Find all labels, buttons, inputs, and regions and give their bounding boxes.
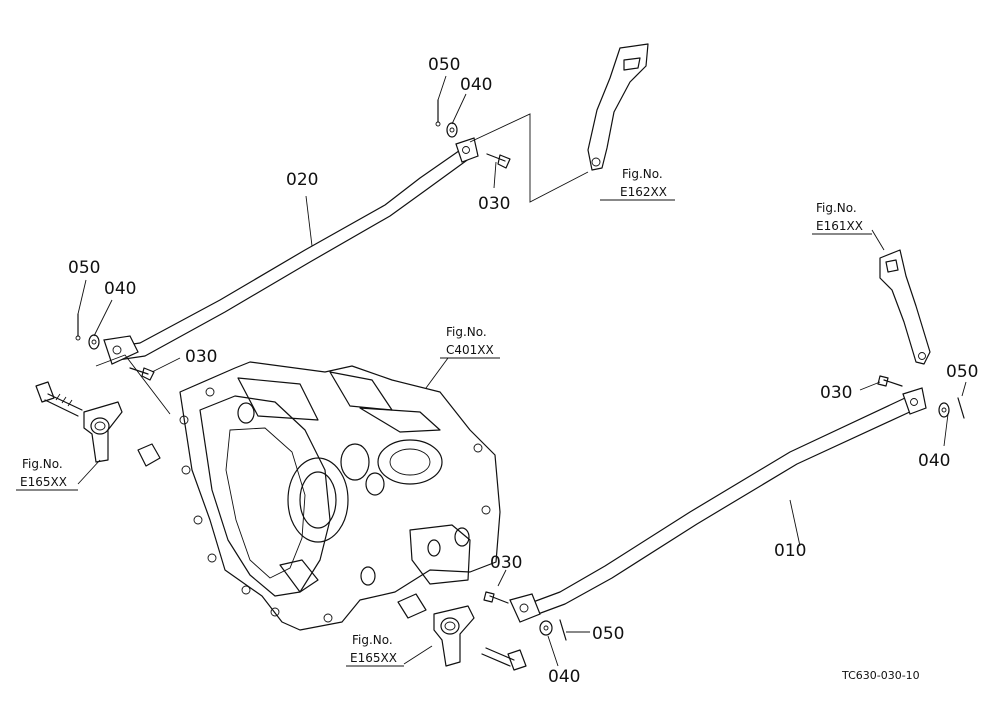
label-040-left: 040 (104, 279, 136, 299)
leader-lines (77, 75, 967, 667)
lever-e161 (879, 249, 931, 365)
rod-010 (509, 387, 927, 623)
label-050-left: 050 (68, 258, 100, 278)
fig-ref-c401: Fig.No. C401XX (440, 325, 500, 359)
label-050-bottom: 050 (592, 624, 624, 644)
fig-ref-e161: Fig.No. E161XX (812, 201, 872, 235)
label-040-bottom: 040 (548, 667, 580, 687)
label-050-right: 050 (946, 362, 978, 382)
svg-text:Fig.No.: Fig.No. (816, 201, 857, 215)
drawing-code: TC630-030-10 (841, 669, 920, 682)
svg-text:Fig.No.: Fig.No. (622, 167, 663, 181)
svg-text:E165XX: E165XX (350, 651, 397, 665)
svg-text:E162XX: E162XX (620, 185, 667, 199)
svg-text:Fig.No.: Fig.No. (352, 633, 393, 647)
label-030-left: 030 (185, 347, 217, 367)
transmission-case (179, 361, 501, 631)
fig-references: Fig.No. E162XX Fig.No. E161XX Fig.No. C4… (16, 167, 872, 667)
label-040-right: 040 (918, 451, 950, 471)
label-010: 010 (774, 541, 806, 561)
bracket-e165-bottom (397, 593, 527, 671)
label-040-top: 040 (460, 75, 492, 95)
svg-text:Fig.No.: Fig.No. (22, 457, 63, 471)
svg-text:E161XX: E161XX (816, 219, 863, 233)
label-020: 020 (286, 170, 318, 190)
rod-020 (103, 137, 479, 365)
svg-text:E165XX: E165XX (20, 475, 67, 489)
fig-ref-e165-left: Fig.No. E165XX (16, 457, 78, 491)
svg-text:C401XX: C401XX (446, 343, 494, 357)
part-labels: 010 020 030 030 030 030 040 040 040 040 … (68, 55, 978, 687)
label-030-bottom: 030 (490, 553, 522, 573)
label-050-top: 050 (428, 55, 460, 75)
svg-text:Fig.No.: Fig.No. (446, 325, 487, 339)
fig-ref-e162: Fig.No. E162XX (600, 167, 675, 201)
fig-ref-e165-bottom: Fig.No. E165XX (346, 633, 404, 667)
bracket-e165-left (35, 381, 161, 467)
label-030-top: 030 (478, 194, 510, 214)
hardware (75, 99, 965, 641)
case-bolt-holes (179, 387, 491, 623)
lever-e162 (587, 43, 649, 171)
label-030-right: 030 (820, 383, 852, 403)
